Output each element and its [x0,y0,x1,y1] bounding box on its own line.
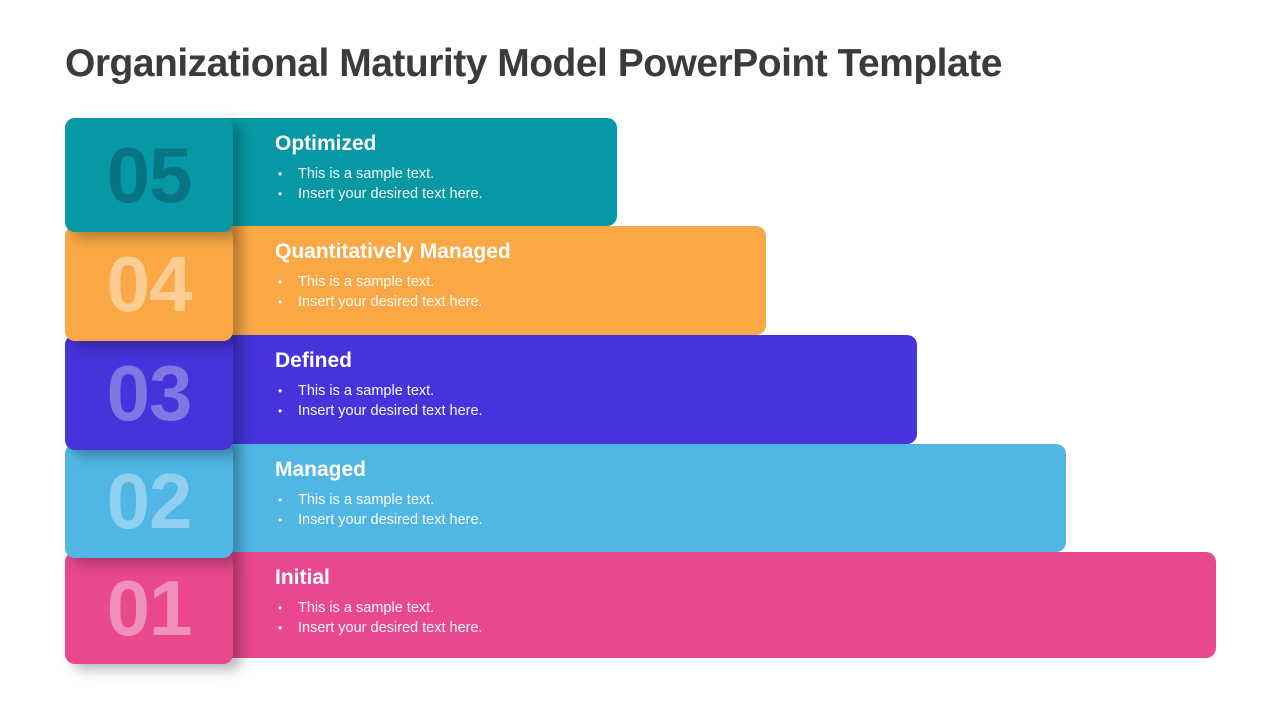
bullet-dot-icon: • [278,601,283,615]
bullet-text: Insert your desired text here. [298,185,483,202]
bullet-dot-icon: • [278,275,283,289]
level-number: 02 [106,457,193,545]
maturity-level-bar-01[interactable]: 01 Initial • This is a sample text. • Inser… [65,552,1216,664]
level-number-block: 02 [65,444,233,558]
bullet-text: This is a sample text. [298,166,435,182]
bullet-text: This is a sample text. [298,492,435,508]
level-content: Quantitatively Managed • This is a sample… [275,226,750,312]
bullet-dot-icon: • [278,620,283,635]
bullet-text: Insert your desired text here. [298,293,483,310]
bullet-item: • This is a sample text. [278,382,901,402]
bullet-text: This is a sample text. [298,600,435,616]
level-bullets: • This is a sample text. • Insert your desi… [275,382,901,421]
bullet-item: • This is a sample text. [278,273,750,293]
level-title: Initial [275,566,330,589]
level-title: Defined [275,349,353,372]
level-title: Managed [275,458,367,481]
level-number-block: 05 [65,118,233,232]
maturity-level-bar-05[interactable]: 05 Optimized • This is a sample text. • Ins… [65,118,617,232]
level-bullets: • This is a sample text. • Insert your desi… [275,599,1200,638]
bullet-item: • Insert your desired text here. [278,402,901,422]
level-number: 03 [106,348,193,437]
bullet-dot-icon: • [278,186,283,201]
level-title: Quantitatively Managed [275,240,511,263]
slide-title: Organizational Maturity Model PowerPoint… [65,42,1002,85]
maturity-level-bar-04[interactable]: 04 Quantitatively Managed • This is a sam… [65,226,766,341]
bullet-item: • This is a sample text. [278,491,1050,511]
level-content: Defined • This is a sample text. • Insert y… [275,335,901,421]
bullet-item: • Insert your desired text here. [278,293,750,313]
level-title: Optimized [275,132,377,155]
bullet-item: • Insert your desired text here. [278,185,601,205]
bullet-text: Insert your desired text here. [298,511,483,528]
bullet-text: Insert your desired text here. [298,619,483,636]
level-bullets: • This is a sample text. • Insert your desi… [275,273,750,312]
level-bullets: • This is a sample text. • Insert your desi… [275,165,601,204]
level-bullets: • This is a sample text. • Insert your desi… [275,491,1050,530]
bullet-dot-icon: • [278,512,283,527]
level-content: Managed • This is a sample text. • Insert y… [275,444,1050,530]
bullet-text: This is a sample text. [298,383,435,399]
level-number: 04 [106,239,193,328]
bullet-dot-icon: • [278,167,283,181]
bullet-item: • Insert your desired text here. [278,619,1200,639]
bullet-dot-icon: • [278,294,283,309]
bullet-text: This is a sample text. [298,274,435,290]
bullet-item: • This is a sample text. [278,599,1200,619]
level-number-block: 04 [65,226,233,341]
level-content: Optimized • This is a sample text. • Insert… [275,118,601,204]
maturity-level-bar-03[interactable]: 03 Defined • This is a sample text. • Inser… [65,335,917,450]
bullet-item: • This is a sample text. [278,165,601,185]
bullet-dot-icon: • [278,403,283,418]
bullet-text: Insert your desired text here. [298,402,483,419]
bullet-dot-icon: • [278,384,283,398]
level-content: Initial • This is a sample text. • Insert y… [275,552,1200,638]
bullet-item: • Insert your desired text here. [278,511,1050,531]
level-number: 05 [106,131,193,219]
level-number-block: 01 [65,552,233,664]
level-number-block: 03 [65,335,233,450]
level-number: 01 [106,564,193,652]
bullet-dot-icon: • [278,493,283,507]
maturity-level-bar-02[interactable]: 02 Managed • This is a sample text. • Inser… [65,444,1066,558]
